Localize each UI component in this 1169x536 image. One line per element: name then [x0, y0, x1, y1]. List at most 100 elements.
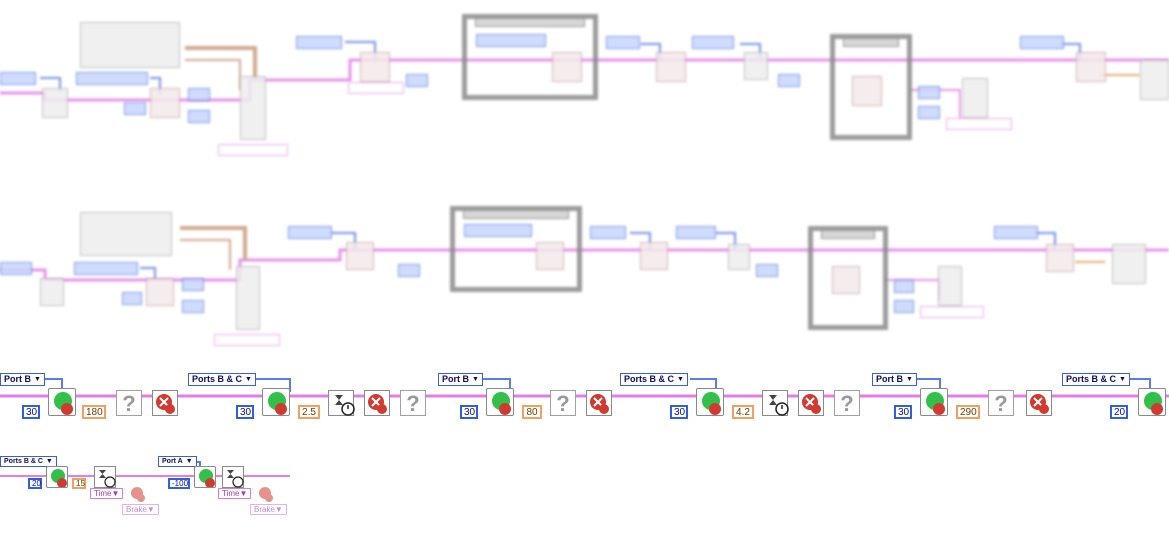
motor-block[interactable] [1076, 52, 1106, 82]
motor-block[interactable] [832, 266, 860, 294]
motor-block[interactable] [656, 52, 686, 82]
value-constant[interactable] [122, 292, 142, 305]
motor-block[interactable] [360, 52, 390, 82]
question-mark-icon[interactable]: ? [834, 390, 860, 416]
motor-block-icon[interactable] [1138, 388, 1166, 416]
power-constant[interactable]: 30 [670, 405, 688, 419]
stop-motor-icon[interactable] [256, 484, 276, 504]
function-node[interactable] [1140, 60, 1169, 100]
wait-timer-icon[interactable] [762, 390, 789, 416]
port-constant[interactable] [296, 36, 342, 49]
motor-block[interactable] [852, 76, 882, 106]
stop-motor-icon[interactable] [1026, 390, 1052, 416]
function-node[interactable] [744, 52, 768, 80]
stop-motor-icon[interactable] [152, 390, 178, 416]
motor-block[interactable] [640, 242, 668, 270]
value-constant[interactable] [188, 110, 210, 123]
stop-motor-icon[interactable] [364, 390, 390, 416]
value-constant[interactable] [182, 278, 204, 291]
value-constant[interactable]: 4.2 [732, 405, 754, 419]
motor-block[interactable] [552, 52, 582, 82]
mode-selector[interactable] [348, 82, 404, 94]
wait-timer-icon[interactable] [328, 390, 355, 416]
motor-block[interactable] [346, 242, 374, 270]
port-constant[interactable] [692, 36, 734, 49]
question-mark-icon[interactable]: ? [988, 390, 1014, 416]
power-constant[interactable]: 20 [1110, 405, 1128, 419]
function-node[interactable] [1112, 244, 1146, 284]
question-mark-icon[interactable]: ? [116, 390, 142, 416]
port-constant[interactable] [606, 36, 640, 49]
motor-block-icon[interactable] [48, 388, 76, 416]
value-constant[interactable] [918, 86, 940, 99]
mode-selector[interactable] [920, 306, 984, 318]
value-constant[interactable] [778, 74, 800, 87]
mode-selector[interactable] [946, 118, 1012, 130]
port-constant[interactable] [1020, 36, 1064, 49]
port-constant[interactable] [288, 226, 332, 239]
function-node[interactable] [962, 78, 988, 118]
value-constant[interactable]: 180 [82, 405, 106, 419]
port-constant[interactable] [464, 224, 532, 237]
function-node[interactable] [240, 76, 266, 140]
loop-structure[interactable] [462, 14, 598, 100]
port-constant[interactable] [76, 72, 148, 85]
power-constant[interactable]: 20 [28, 478, 42, 489]
stop-motor-icon[interactable] [586, 390, 612, 416]
brake-mode-selector[interactable]: Brake▼ [122, 504, 159, 515]
port-selector[interactable]: Ports B & C▼ [620, 373, 688, 386]
port-selector[interactable]: Port B▼ [872, 373, 917, 386]
value-constant[interactable] [406, 74, 428, 87]
power-constant[interactable]: 30 [236, 405, 254, 419]
value-constant[interactable] [918, 106, 940, 119]
function-node[interactable] [938, 266, 962, 306]
motor-block-icon[interactable] [920, 388, 948, 416]
brake-mode-selector[interactable]: Brake▼ [250, 504, 287, 515]
port-constant[interactable] [74, 262, 138, 275]
mode-selector[interactable] [218, 144, 288, 156]
port-selector[interactable]: Ports B & C▼ [1062, 373, 1130, 386]
stop-motor-icon[interactable] [798, 390, 824, 416]
port-selector[interactable]: Ports B & C▼ [188, 373, 256, 386]
question-mark-icon[interactable]: ? [550, 390, 576, 416]
value-constant[interactable] [756, 264, 778, 277]
value-constant[interactable] [182, 300, 204, 313]
port-constant[interactable] [676, 226, 716, 239]
motor-block[interactable] [536, 242, 564, 270]
function-node[interactable] [236, 266, 260, 330]
motor-block[interactable] [1046, 244, 1074, 272]
stop-motor-icon[interactable] [128, 484, 148, 504]
port-constant[interactable] [476, 34, 546, 47]
value-constant[interactable] [894, 280, 914, 293]
port-constant[interactable] [0, 262, 32, 275]
function-node[interactable] [728, 244, 750, 270]
time-mode-selector[interactable]: Time▼ [90, 488, 124, 499]
power-constant[interactable]: 30 [894, 405, 912, 419]
time-mode-selector[interactable]: Time▼ [218, 488, 252, 499]
port-selector[interactable]: Port A▼ [158, 456, 197, 467]
question-mark-icon[interactable]: ? [400, 390, 426, 416]
value-constant[interactable]: 80 [522, 405, 542, 419]
loop-structure[interactable] [830, 34, 912, 140]
power-constant[interactable]: 30 [460, 405, 478, 419]
value-constant[interactable] [398, 264, 420, 277]
motor-block-icon[interactable] [46, 466, 68, 488]
value-constant[interactable] [124, 102, 146, 115]
port-selector[interactable]: Port B▼ [0, 373, 45, 386]
wait-timer-icon[interactable] [222, 466, 244, 488]
port-constant[interactable] [994, 226, 1038, 239]
motor-block-icon[interactable] [696, 388, 724, 416]
function-node[interactable] [42, 88, 68, 118]
loop-structure[interactable] [808, 226, 888, 330]
port-constant[interactable] [0, 72, 36, 85]
wait-timer-icon[interactable] [94, 466, 116, 488]
mode-selector[interactable] [214, 334, 280, 346]
value-constant[interactable]: 290 [956, 405, 980, 419]
power-constant[interactable]: -100 [168, 478, 190, 489]
port-selector[interactable]: Ports B & C▼ [0, 456, 57, 467]
loop-structure[interactable] [450, 206, 582, 292]
value-constant[interactable]: 15 [72, 478, 86, 489]
value-constant[interactable] [894, 300, 914, 313]
value-constant[interactable] [188, 88, 210, 101]
power-constant[interactable]: 30 [22, 405, 40, 419]
